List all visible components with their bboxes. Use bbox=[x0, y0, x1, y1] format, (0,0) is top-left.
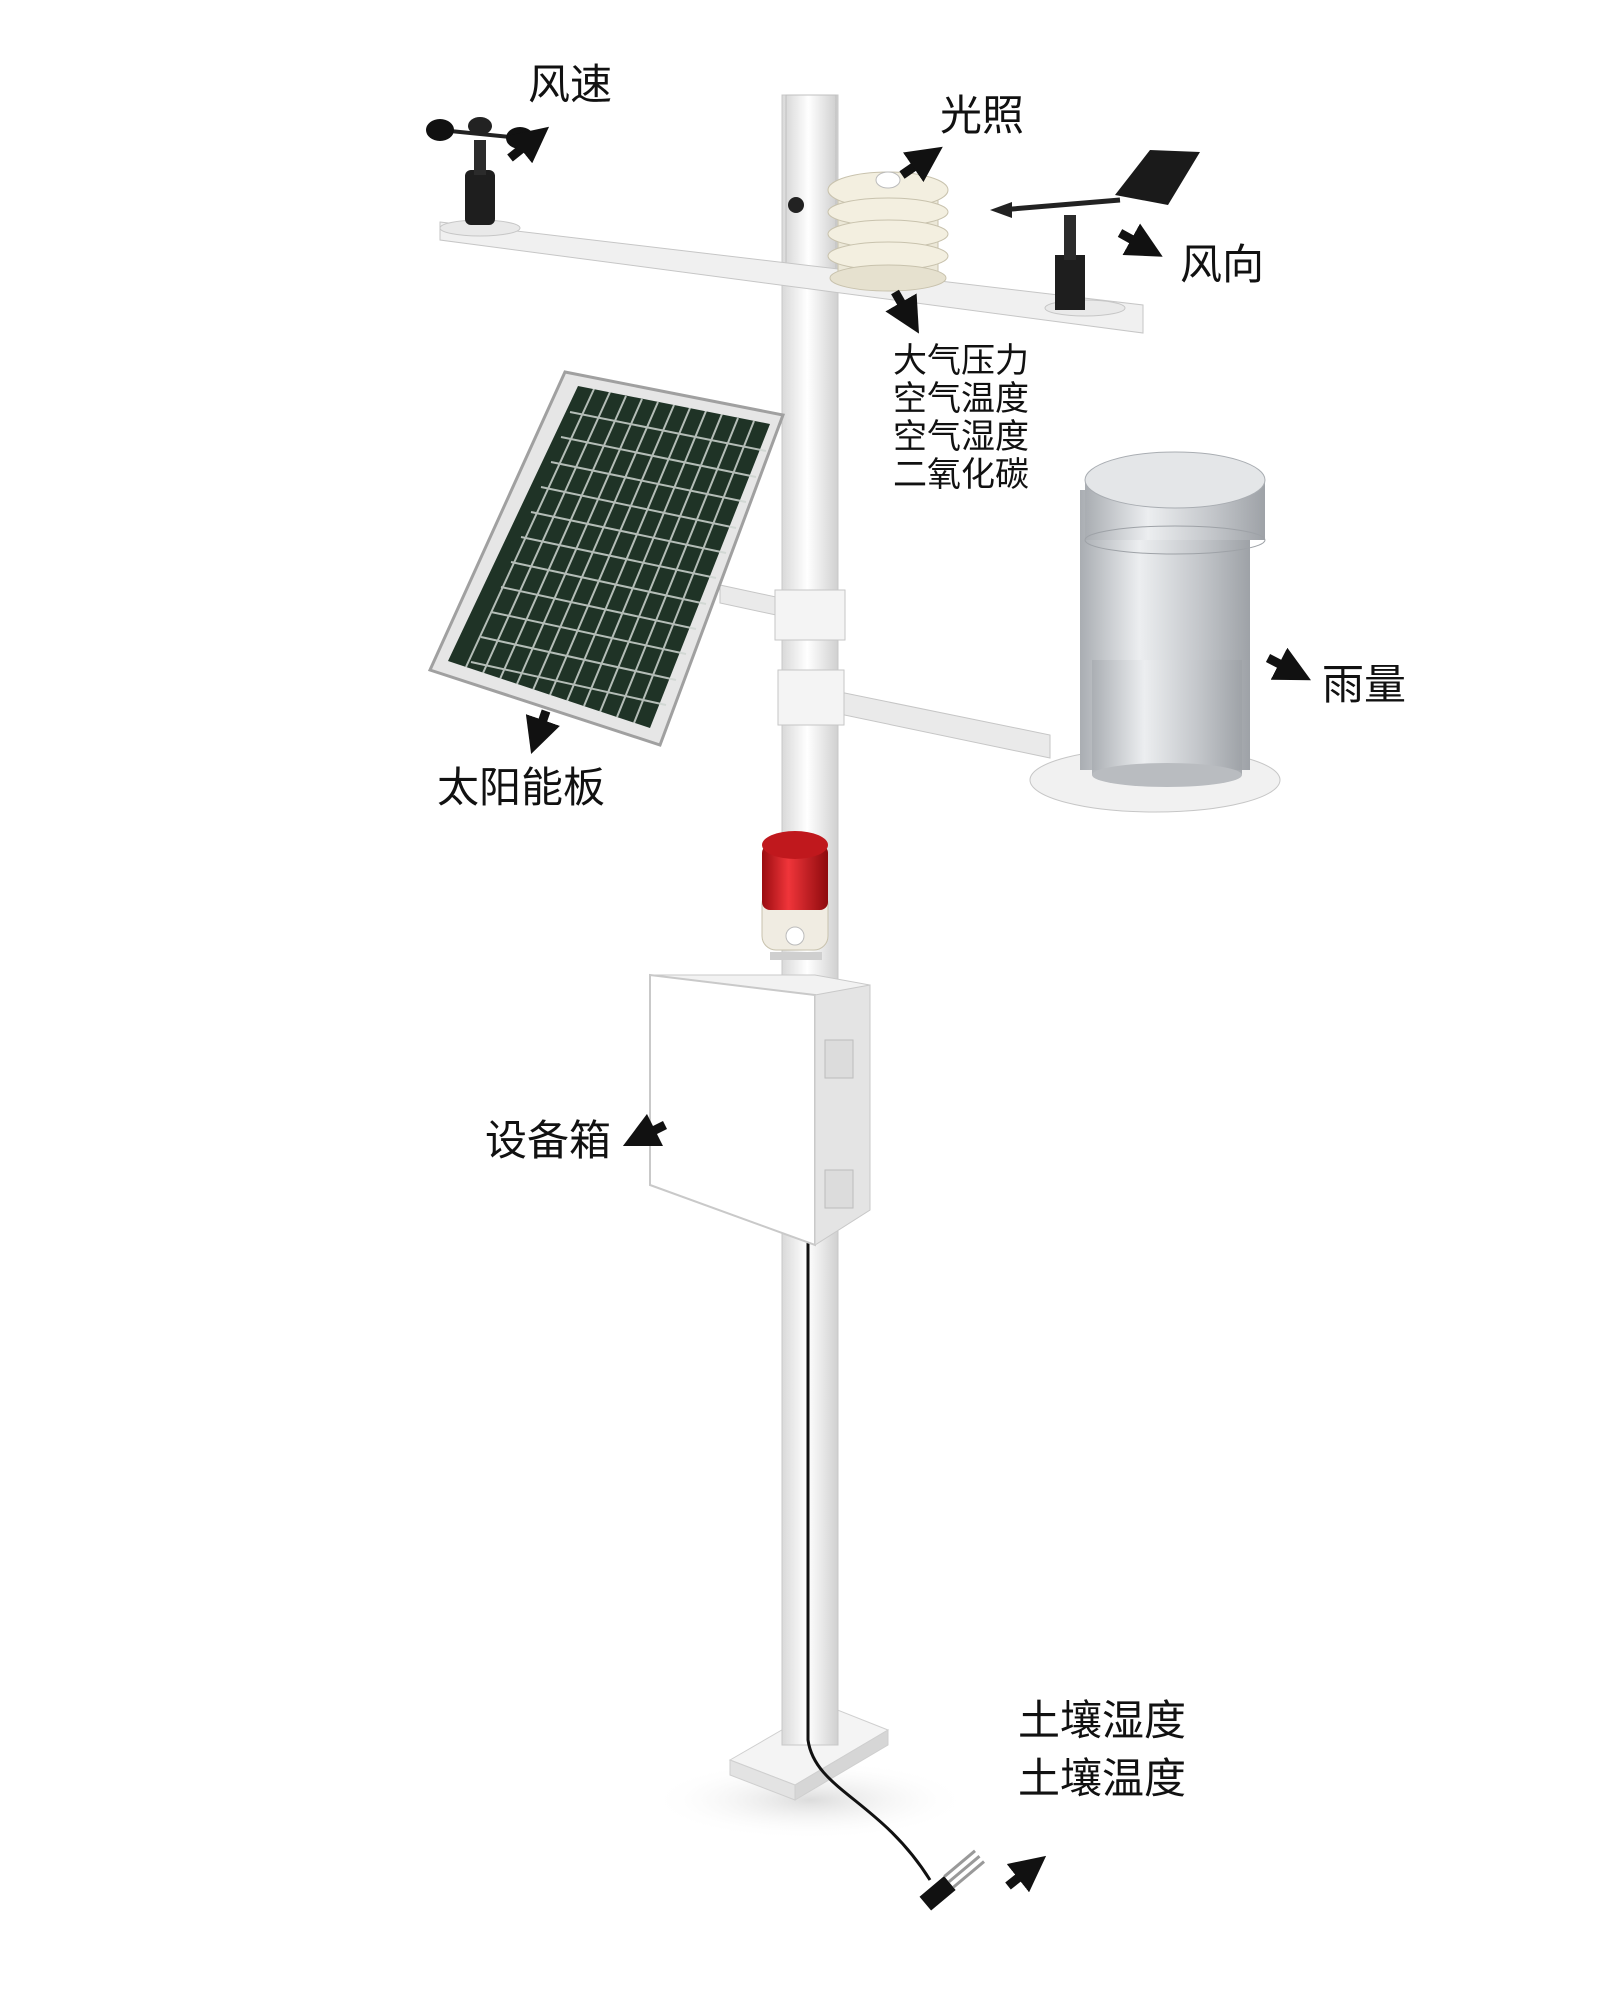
label-soil-temperature: 土壤温度 bbox=[1018, 1754, 1187, 1803]
arrow-wind-direction bbox=[1117, 223, 1163, 257]
arrow-soil-sensors bbox=[1005, 1855, 1047, 1893]
ground-shadow bbox=[650, 1760, 970, 1840]
rain-gauge-arm bbox=[829, 689, 1051, 759]
wind-vane bbox=[990, 150, 1200, 310]
label-air-sensors: 大气压力 空气温度 空气湿度 二氧化碳 bbox=[893, 342, 1029, 494]
label-air-humidity: 空气湿度 bbox=[893, 417, 1029, 457]
label-soil-moisture: 土壤湿度 bbox=[1018, 1696, 1187, 1745]
pole-cap bbox=[785, 94, 837, 276]
label-atmospheric-pressure: 大气压力 bbox=[893, 341, 1029, 381]
arrow-equipment-box bbox=[622, 1113, 668, 1147]
anemometer bbox=[426, 117, 534, 225]
rain-gauge bbox=[1029, 451, 1281, 813]
label-illumination: 光照 bbox=[940, 91, 1025, 140]
label-air-temperature: 空气温度 bbox=[893, 379, 1029, 419]
callout-arrows bbox=[507, 126, 1311, 1893]
soil-sensor-probe bbox=[919, 1849, 985, 1911]
arrow-illumination bbox=[899, 146, 943, 183]
arrow-solar-panel bbox=[525, 709, 560, 755]
soil-sensor-cable bbox=[806, 1100, 932, 1881]
label-soil-sensors: 土壤湿度 土壤温度 bbox=[1018, 1692, 1186, 1808]
label-wind-direction: 风向 bbox=[1180, 240, 1265, 289]
alarm-light bbox=[761, 831, 829, 960]
equipment-box bbox=[649, 973, 871, 1247]
arrow-air-sensors bbox=[885, 289, 919, 334]
label-carbon-dioxide: 二氧化碳 bbox=[893, 455, 1029, 495]
label-rainfall: 雨量 bbox=[1322, 660, 1407, 709]
camera-lens bbox=[788, 197, 804, 213]
clamp-upper bbox=[774, 589, 846, 641]
label-solar-panel: 太阳能板 bbox=[437, 763, 606, 812]
label-equipment-box: 设备箱 bbox=[485, 1116, 612, 1165]
radiation-shield bbox=[827, 171, 949, 292]
label-wind-speed: 风速 bbox=[528, 60, 613, 109]
arrow-wind-speed bbox=[507, 126, 550, 164]
arrow-rainfall bbox=[1265, 647, 1311, 681]
solar-panel bbox=[427, 370, 786, 747]
clamp-lower bbox=[777, 669, 845, 726]
